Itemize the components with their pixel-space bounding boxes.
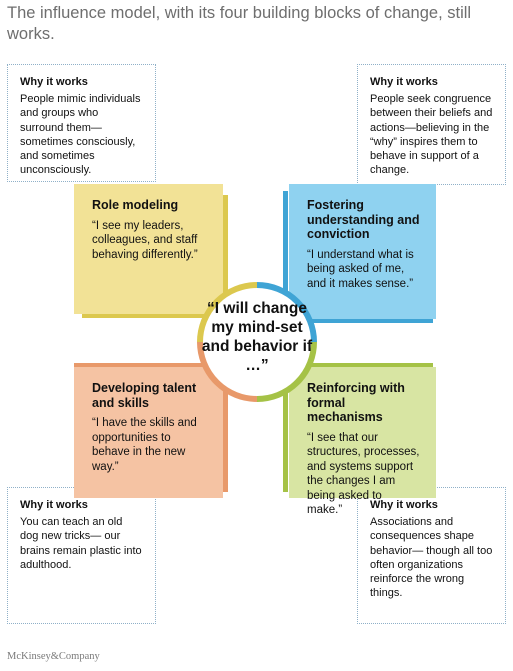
ring-segment-blue <box>256 282 317 343</box>
block-role-modeling: Role modeling “I see my leaders, colleag… <box>74 184 223 314</box>
reinforcing-accent-edge <box>283 363 433 367</box>
talent-accent-edge <box>74 363 228 367</box>
understanding-accent-edge <box>283 319 433 323</box>
company-logo: McKinsey&Company <box>7 651 100 662</box>
block-quote: “I have the skills and opportunities to … <box>92 417 197 473</box>
why-heading: Why it works <box>370 499 438 511</box>
center-ring <box>197 282 317 402</box>
ring-segment-green <box>256 341 317 402</box>
ring-segment-yellow <box>197 282 258 343</box>
block-fostering-understanding: Fostering understanding and conviction “… <box>289 184 436 319</box>
why-text: People mimic individuals and groups who … <box>20 93 141 177</box>
why-heading: Why it works <box>370 76 438 88</box>
why-text: You can teach an old dog new tricks— our… <box>20 516 142 571</box>
reinforcing-accent-edge <box>283 363 288 492</box>
ring-segment-orange <box>197 341 258 402</box>
role-modeling-accent-edge <box>82 314 228 318</box>
why-heading: Why it works <box>20 76 88 88</box>
why-text: Associations and consequences shape beha… <box>370 516 493 600</box>
understanding-accent-edge <box>283 191 288 321</box>
role-modeling-accent-edge <box>223 195 228 321</box>
block-quote: “I see my leaders, colleagues, and staff… <box>92 219 198 261</box>
center-circle-fill <box>200 285 314 399</box>
block-heading: Fostering understanding and conviction <box>307 198 420 241</box>
why-box-reinforcing: Why it works Associations and consequenc… <box>357 487 506 624</box>
why-box-talent: Why it works You can teach an old dog ne… <box>7 487 156 624</box>
why-text: People seek congruence between their bel… <box>370 93 493 177</box>
block-heading: Role modeling <box>92 198 179 212</box>
talent-accent-edge <box>223 363 228 492</box>
block-quote: “I see that our structures, processes, a… <box>307 431 420 517</box>
block-heading: Developing talent and skills <box>92 381 197 410</box>
block-reinforcing-mechanisms: Reinforcing with formal mechanisms “I se… <box>289 367 436 516</box>
why-heading: Why it works <box>20 499 88 511</box>
center-statement: “I will change my mind-set and behavior … <box>201 300 313 374</box>
block-quote: “I understand what is being asked of me,… <box>307 248 414 290</box>
block-heading: Reinforcing with formal mechanisms <box>307 381 405 424</box>
why-box-understanding: Why it works People seek congruence betw… <box>357 64 506 185</box>
page-title: The influence model, with its four build… <box>7 4 472 43</box>
why-box-role-modeling: Why it works People mimic individuals an… <box>7 64 156 182</box>
block-developing-talent: Developing talent and skills “I have the… <box>74 367 223 498</box>
